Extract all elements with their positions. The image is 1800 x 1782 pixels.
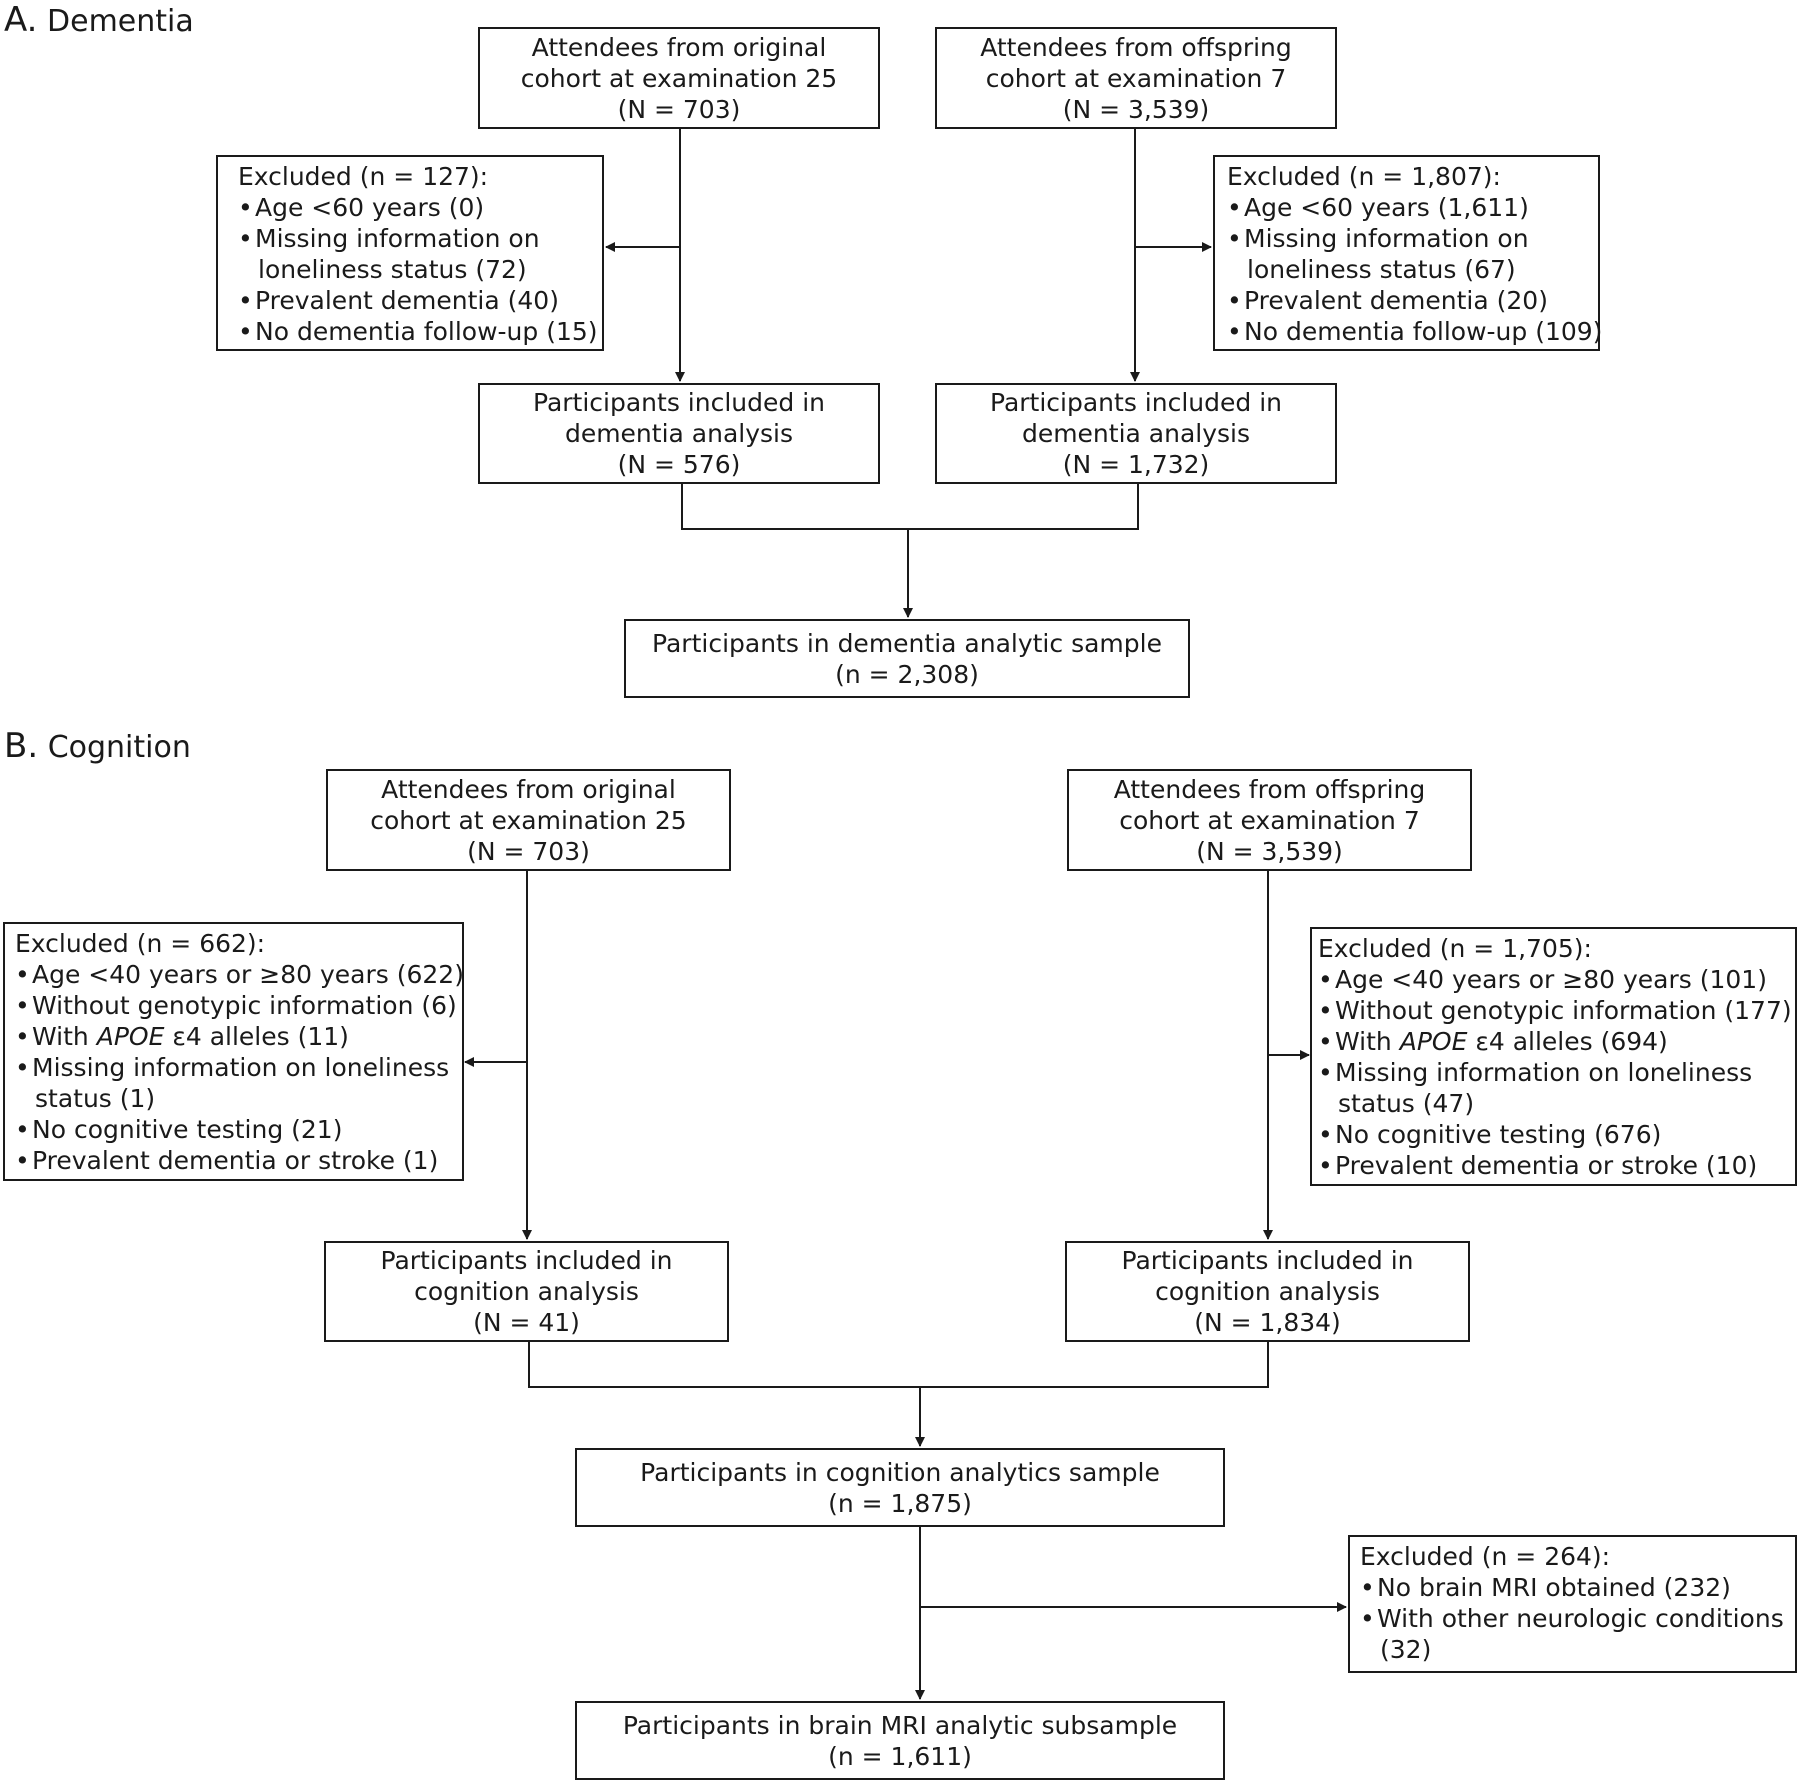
a-included-original-count: (N = 576) bbox=[617, 450, 741, 479]
section-b-letter: B. bbox=[4, 726, 39, 766]
a-excluded-original-item-cont: loneliness status (72) bbox=[258, 255, 527, 284]
a-excluded-offspring-item: Missing information on bbox=[1227, 223, 1598, 254]
a-analytic-sample-count: (n = 2,308) bbox=[835, 659, 979, 689]
a-original-cohort-box: Attendees from original cohort at examin… bbox=[478, 27, 880, 129]
a-included-original-line-2: dementia analysis bbox=[564, 419, 794, 448]
b-excluded-mri-item-cont: (32) bbox=[1380, 1635, 1432, 1664]
a-original-cohort-count: (N = 703) bbox=[617, 94, 741, 124]
b-analytics-sample-line-1: Participants in cognition analytics samp… bbox=[640, 1457, 1160, 1487]
a-included-original-line-1: Participants included in bbox=[533, 388, 825, 417]
b-included-original-count: (N = 41) bbox=[473, 1308, 580, 1337]
b-excluded-mri-box: Excluded (n = 264): No brain MRI obtaine… bbox=[1348, 1535, 1797, 1673]
b-excluded-offspring-with: With bbox=[1335, 1027, 1392, 1056]
a-excluded-offspring-item: Age <60 years (1,611) bbox=[1227, 192, 1598, 223]
b-excluded-mri-item: With other neurologic conditions bbox=[1360, 1603, 1795, 1634]
a-excluded-offspring-box: Excluded (n = 1,807): Age <60 years (1,6… bbox=[1213, 155, 1602, 351]
a-offspring-cohort-line-2: cohort at examination 7 bbox=[985, 63, 1287, 93]
b-excluded-offspring-box: Excluded (n = 1,705): Age <40 years or ≥… bbox=[1310, 927, 1797, 1186]
b-excluded-offspring-item: Without genotypic information (177) bbox=[1318, 995, 1795, 1026]
b-excluded-original-alleles: ε4 alleles (11) bbox=[172, 1022, 349, 1051]
a-excluded-original-item: Age <60 years (0) bbox=[238, 192, 602, 223]
b-included-offspring-line-2: cognition analysis bbox=[1155, 1277, 1380, 1306]
join-a-included bbox=[681, 483, 1139, 530]
b-excluded-offspring-item: No cognitive testing (676) bbox=[1318, 1119, 1795, 1150]
section-a-label: A. Dementia bbox=[4, 2, 194, 40]
a-analytic-sample-line-1: Participants in dementia analytic sample bbox=[652, 628, 1162, 658]
b-excluded-original-item: Age <40 years or ≥80 years (622) bbox=[15, 959, 464, 990]
b-excluded-original-item: Missing information on loneliness bbox=[15, 1052, 462, 1083]
b-offspring-cohort-box: Attendees from offspring cohort at exami… bbox=[1067, 769, 1472, 871]
b-original-cohort-box: Attendees from original cohort at examin… bbox=[326, 769, 731, 871]
b-analytics-sample-count: (n = 1,875) bbox=[828, 1488, 972, 1518]
a-included-offspring-box: Participants included in dementia analys… bbox=[935, 383, 1337, 484]
a-offspring-cohort-line-1: Attendees from offspring bbox=[980, 32, 1292, 62]
a-offspring-cohort-count: (N = 3,539) bbox=[1062, 94, 1210, 124]
b-excluded-original-item: Without genotypic information (6) bbox=[15, 990, 462, 1021]
a-excluded-original-box: Excluded (n = 127): Age <60 years (0) Mi… bbox=[216, 155, 604, 351]
a-excluded-offspring-header: Excluded (n = 1,807): bbox=[1227, 162, 1501, 191]
b-mri-subsample-box: Participants in brain MRI analytic subsa… bbox=[575, 1701, 1225, 1780]
b-excluded-original-apoe: APOE bbox=[96, 1022, 165, 1051]
b-offspring-cohort-line-2: cohort at examination 7 bbox=[1119, 805, 1420, 835]
a-included-original-box: Participants included in dementia analys… bbox=[478, 383, 880, 484]
a-excluded-original-header: Excluded (n = 127): bbox=[238, 162, 489, 191]
b-excluded-original-item-cont: status (1) bbox=[35, 1084, 156, 1113]
b-included-offspring-count: (N = 1,834) bbox=[1194, 1308, 1341, 1337]
b-excluded-original-box: Excluded (n = 662): Age <40 years or ≥80… bbox=[3, 922, 464, 1181]
b-analytics-sample-box: Participants in cognition analytics samp… bbox=[575, 1448, 1225, 1527]
b-excluded-original-item: No cognitive testing (21) bbox=[15, 1114, 462, 1145]
b-excluded-offspring-alleles: ε4 alleles (694) bbox=[1475, 1027, 1668, 1056]
join-b-included bbox=[528, 1342, 1269, 1388]
a-included-offspring-count: (N = 1,732) bbox=[1062, 450, 1210, 479]
a-excluded-offspring-item-cont: loneliness status (67) bbox=[1247, 255, 1516, 284]
b-included-original-box: Participants included in cognition analy… bbox=[324, 1241, 729, 1342]
a-included-offspring-line-1: Participants included in bbox=[990, 388, 1282, 417]
b-excluded-offspring-header: Excluded (n = 1,705): bbox=[1318, 934, 1592, 963]
b-offspring-cohort-line-1: Attendees from offspring bbox=[1113, 774, 1426, 804]
a-offspring-cohort-box: Attendees from offspring cohort at exami… bbox=[935, 27, 1337, 129]
a-excluded-offspring-item: Prevalent dementia (20) bbox=[1227, 285, 1598, 316]
b-excluded-offspring-apoe: APOE bbox=[1399, 1027, 1468, 1056]
b-original-cohort-count: (N = 703) bbox=[467, 836, 590, 866]
b-original-cohort-line-2: cohort at examination 25 bbox=[370, 805, 687, 835]
b-included-original-line-2: cognition analysis bbox=[414, 1277, 639, 1306]
b-excluded-offspring-item-cont: status (47) bbox=[1338, 1089, 1475, 1118]
a-excluded-original-item: Missing information on bbox=[238, 223, 602, 254]
b-mri-subsample-line-1: Participants in brain MRI analytic subsa… bbox=[622, 1710, 1178, 1740]
b-included-offspring-line-1: Participants included in bbox=[1121, 1246, 1414, 1275]
b-excluded-mri-header: Excluded (n = 264): bbox=[1360, 1542, 1611, 1571]
b-excluded-offspring-item: Age <40 years or ≥80 years (101) bbox=[1318, 964, 1795, 995]
b-excluded-original-header: Excluded (n = 662): bbox=[15, 929, 266, 958]
section-a-letter: A. bbox=[4, 0, 38, 40]
a-excluded-offspring-item: No dementia follow-up (109) bbox=[1227, 316, 1602, 347]
b-excluded-mri-item: No brain MRI obtained (232) bbox=[1360, 1572, 1795, 1603]
a-included-offspring-line-2: dementia analysis bbox=[1021, 419, 1251, 448]
a-excluded-original-item: Prevalent dementia (40) bbox=[238, 285, 602, 316]
a-original-cohort-line-2: cohort at examination 25 bbox=[520, 63, 838, 93]
section-b-title: Cognition bbox=[47, 730, 191, 765]
b-excluded-original-with: With bbox=[32, 1022, 89, 1051]
b-included-original-line-1: Participants included in bbox=[380, 1246, 673, 1275]
a-original-cohort-line-1: Attendees from original bbox=[531, 32, 827, 62]
b-excluded-offspring-item: Missing information on loneliness bbox=[1318, 1057, 1795, 1088]
a-excluded-original-item: No dementia follow-up (15) bbox=[238, 316, 602, 347]
b-mri-subsample-count: (n = 1,611) bbox=[828, 1741, 972, 1771]
b-excluded-offspring-item: Prevalent dementia or stroke (10) bbox=[1318, 1150, 1795, 1181]
b-original-cohort-line-1: Attendees from original bbox=[381, 774, 676, 804]
b-included-offspring-box: Participants included in cognition analy… bbox=[1065, 1241, 1470, 1342]
b-excluded-original-item: Prevalent dementia or stroke (1) bbox=[15, 1145, 462, 1176]
section-a-title: Dementia bbox=[47, 4, 194, 39]
b-excluded-offspring-item-apoe: With APOE ε4 alleles (694) bbox=[1318, 1026, 1795, 1057]
b-excluded-original-item-apoe: With APOE ε4 alleles (11) bbox=[15, 1021, 462, 1052]
a-analytic-sample-box: Participants in dementia analytic sample… bbox=[624, 619, 1190, 698]
section-b-label: B. Cognition bbox=[4, 728, 191, 766]
b-offspring-cohort-count: (N = 3,539) bbox=[1196, 836, 1343, 866]
